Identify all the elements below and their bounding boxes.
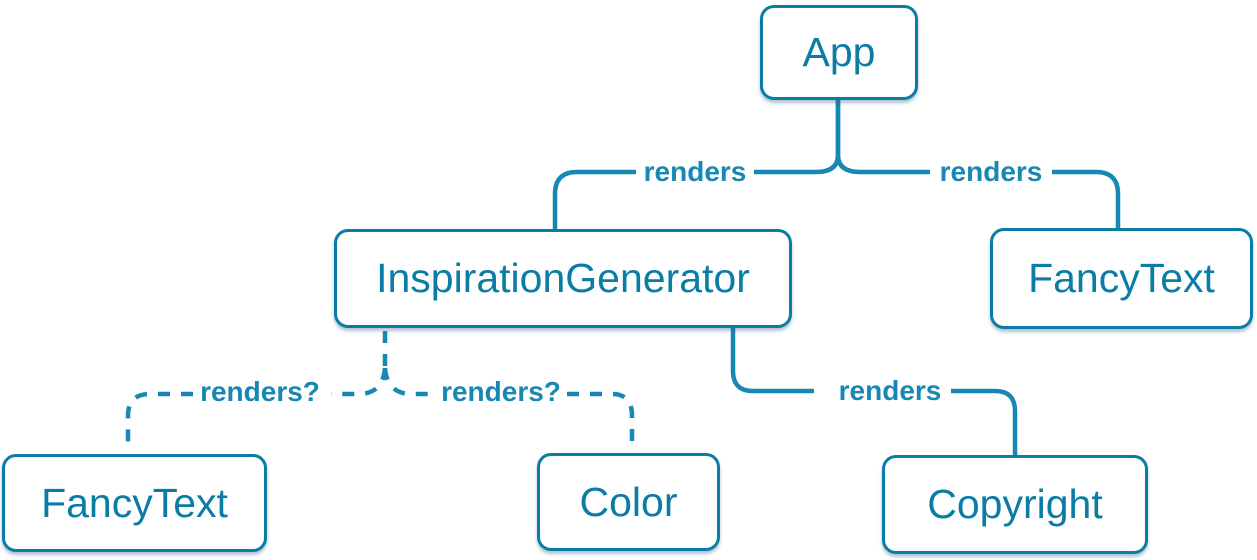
node-copyright: Copyright bbox=[882, 455, 1148, 554]
node-fancy-text-top: FancyText bbox=[990, 228, 1253, 329]
node-fancy-text-bottom: FancyText bbox=[2, 454, 267, 552]
edge-label-app-fancy-text: renders bbox=[939, 156, 1043, 187]
node-app: App bbox=[760, 5, 918, 100]
edge-inspiration-generator-to-fancy-text-bottom-a bbox=[331, 367, 388, 397]
edge-app-to-fancy-text-b bbox=[1052, 169, 1121, 228]
edge-inspiration-generator-to-fancy-text-bottom-b bbox=[125, 391, 193, 452]
edge-label-inspiration-generator-copyright: renders bbox=[838, 375, 942, 406]
edge-label-inspiration-generator-color: renders? bbox=[441, 376, 561, 407]
edge-app-to-inspiration-generator-a bbox=[754, 100, 841, 175]
edge-app-to-fancy-text-a bbox=[835, 100, 930, 175]
edge-inspiration-generator-to-copyright-a bbox=[730, 328, 814, 394]
node-copyright-label: Copyright bbox=[927, 481, 1103, 527]
node-fancy-text-bottom-label: FancyText bbox=[41, 479, 228, 526]
edge-inspiration-generator-to-color-b bbox=[567, 391, 635, 452]
edge-app-to-inspiration-generator-b bbox=[552, 169, 636, 229]
node-app-label: App bbox=[802, 29, 876, 75]
edge-label-inspiration-generator-fancy-text-bottom: renders? bbox=[200, 376, 320, 407]
node-fancy-text-top-label: FancyText bbox=[1028, 255, 1215, 301]
edge-inspiration-generator-to-color-a bbox=[382, 367, 436, 397]
edge-inspiration-generator-to-copyright-b bbox=[951, 388, 1018, 455]
edge-label-app-inspiration-generator: renders bbox=[643, 156, 747, 187]
node-color-label: Color bbox=[579, 478, 678, 525]
node-inspiration-generator: InspirationGenerator bbox=[334, 229, 792, 328]
node-inspiration-generator-label: InspirationGenerator bbox=[376, 255, 750, 301]
node-color: Color bbox=[537, 453, 720, 551]
